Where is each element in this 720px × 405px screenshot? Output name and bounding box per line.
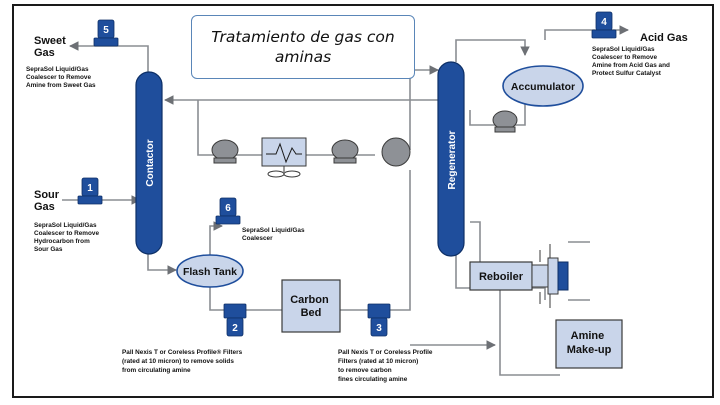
note-5: SepraSol Liquid/Gas Coalescer to Remove …	[26, 66, 96, 89]
pipe-sweet-gas	[69, 41, 149, 72]
piping	[62, 25, 629, 376]
badge-2: 2	[223, 303, 247, 337]
sour-gas-label: Sour Gas	[34, 189, 62, 213]
amine-makeup-line1: Amine	[571, 330, 605, 342]
badge-6: 6	[215, 197, 241, 225]
note-2: Pall Nexis T or Coreless Profile® Filter…	[122, 348, 244, 374]
carbon-bed-line2: Bed	[301, 307, 322, 319]
cooler-exchanger	[261, 137, 307, 178]
svg-text:6: 6	[225, 203, 231, 214]
note-3: Pall Nexis T or Coreless Profile Filters…	[338, 349, 434, 383]
flash-tank-vessel: Flash Tank	[176, 254, 244, 288]
note-1: SepraSol Liquid/Gas Coalescer to Remove …	[34, 222, 101, 253]
pipe-reboiler-return	[470, 221, 481, 262]
svg-text:2: 2	[232, 323, 238, 334]
sweet-gas-line1: Sweet	[34, 35, 66, 47]
svg-text:1: 1	[87, 183, 93, 194]
carbon-bed-vessel: Carbon Bed	[281, 279, 341, 333]
regenerator-label: Regenerator	[447, 130, 458, 189]
pipe-to-regenerator	[409, 65, 439, 150]
flash-tank-label: Flash Tank	[183, 266, 237, 278]
pipe-carbon-bed-out	[340, 170, 411, 311]
diagram-title: Tratamiento de gas con aminas	[211, 28, 395, 66]
badge-1: 1	[77, 177, 103, 205]
accumulator-vessel: Accumulator	[502, 65, 584, 107]
pump-2	[331, 139, 359, 164]
acid-gas-label: Acid Gas	[640, 32, 688, 44]
pipe-lean-amine	[197, 100, 375, 156]
contactor-vessel: Contactor	[135, 71, 163, 255]
carbon-bed-label: Carbon Bed	[290, 294, 332, 319]
amine-makeup-vessel: Amine Make-up	[555, 319, 623, 369]
pipe-flash-liquid	[209, 285, 282, 311]
note-4: SepraSol Liquid/Gas Coalescer to Remove …	[592, 46, 672, 77]
badge-5: 5	[93, 19, 119, 47]
pipe-reboiler-feed	[455, 255, 470, 289]
pipe-reboiler-out	[532, 287, 546, 300]
pump-1	[211, 139, 239, 164]
svg-text:3: 3	[376, 323, 382, 334]
pump-3	[492, 110, 518, 133]
reboiler-label: Reboiler	[479, 271, 524, 283]
heat-exchanger-circle	[381, 137, 411, 167]
badge-4: 4	[591, 11, 617, 39]
contactor-label: Contactor	[145, 139, 156, 186]
sweet-gas-line2: Gas	[34, 47, 55, 59]
carbon-bed-line1: Carbon	[290, 294, 329, 306]
sour-gas-line1: Sour	[34, 189, 60, 201]
pipe-rich-amine	[147, 250, 177, 275]
pipe-to-makeup	[499, 288, 560, 376]
accumulator-label: Accumulator	[511, 81, 575, 93]
amine-makeup-line2: Make-up	[567, 344, 612, 356]
svg-text:5: 5	[103, 25, 109, 36]
sour-gas-line2: Gas	[34, 201, 55, 213]
note-6: SepraSol Liquid/Gas Coalescer	[242, 227, 306, 242]
amine-makeup-label: Amine Make-up	[567, 330, 612, 356]
svg-text:4: 4	[601, 17, 607, 28]
title-box: Tratamiento de gas con aminas	[191, 15, 415, 79]
reboiler-vessel: Reboiler	[469, 244, 569, 308]
regenerator-vessel: Regenerator	[437, 61, 465, 257]
sweet-gas-label: Sweet Gas	[34, 35, 69, 59]
pipe-overhead	[455, 39, 530, 62]
badge-3: 3	[367, 303, 391, 337]
pipe-flash-vapor	[209, 221, 223, 258]
diagram-frame	[12, 4, 714, 398]
pipe-acid-gas	[544, 25, 629, 40]
